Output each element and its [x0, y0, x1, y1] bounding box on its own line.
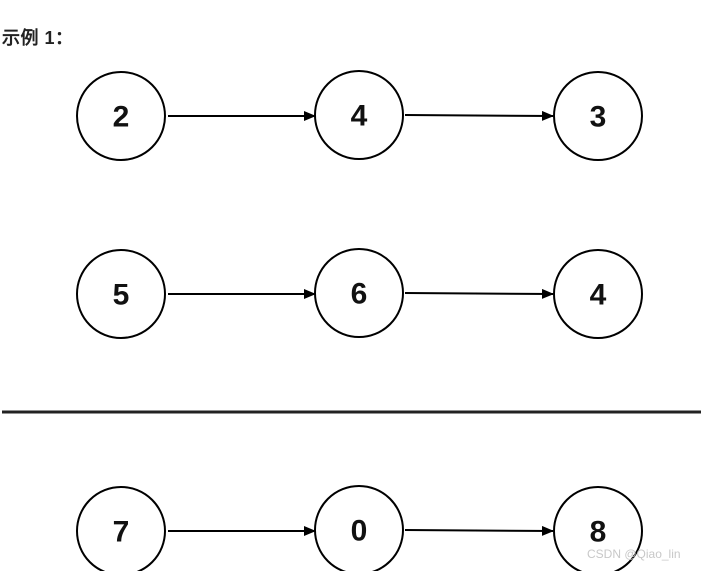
linked-list-2: 5 6 4 — [76, 248, 643, 339]
node-circle — [76, 486, 166, 571]
node-circle — [314, 248, 404, 338]
node-value: 2 — [113, 101, 130, 134]
node-circle — [314, 485, 404, 571]
node-circle — [553, 249, 643, 339]
watermark-text: CSDN @Qiao_lin — [587, 547, 681, 561]
list-node: 4 — [553, 249, 643, 339]
node-circle — [553, 71, 643, 161]
node-circle — [553, 486, 643, 571]
list-node: 5 — [76, 249, 166, 339]
node-value: 0 — [351, 515, 368, 548]
node-value: 6 — [351, 278, 368, 311]
node-value: 4 — [590, 279, 607, 312]
list-node: 3 — [553, 71, 643, 161]
arrow-edge — [404, 288, 554, 299]
example-title: 示例 1： — [2, 28, 74, 48]
list-node: 4 — [314, 70, 404, 160]
node-value: 8 — [590, 516, 607, 549]
node-value: 3 — [590, 101, 607, 134]
linked-list-1: 2 4 3 — [76, 70, 643, 161]
node-circle — [76, 71, 166, 161]
node-circle — [314, 70, 404, 160]
list-node: 2 — [76, 71, 166, 161]
list-node: 6 — [314, 248, 404, 338]
arrow-edge — [404, 525, 554, 536]
node-value: 4 — [351, 100, 368, 133]
arrow-edge — [404, 110, 554, 121]
list-node: 8 — [553, 486, 643, 571]
node-value: 7 — [113, 516, 130, 549]
list-node: 0 — [314, 485, 404, 571]
list-node: 7 — [76, 486, 166, 571]
node-value: 5 — [113, 279, 130, 312]
node-circle — [76, 249, 166, 339]
linked-list-result: 7 0 8 — [76, 485, 643, 571]
